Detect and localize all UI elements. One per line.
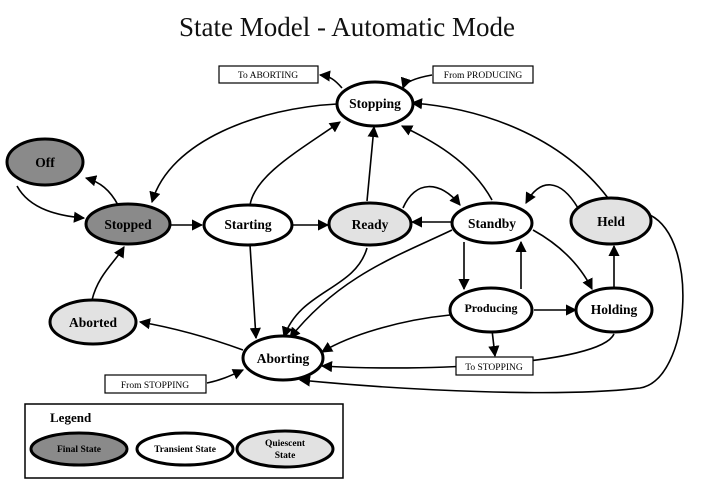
box-to-stopping-label: To STOPPING xyxy=(465,363,523,373)
edge-standby-aborting xyxy=(289,229,453,339)
legend-title: Legend xyxy=(50,410,92,425)
legend-final: Final State xyxy=(29,431,129,467)
box-from-producing-label: From PRODUCING xyxy=(444,71,523,81)
legend-quiescent: Quiescent State xyxy=(235,429,335,469)
edge-ready-standby xyxy=(402,185,461,209)
state-aborted-label: Aborted xyxy=(69,315,117,330)
transitions xyxy=(16,70,684,394)
edge-ready-aborting xyxy=(281,247,368,339)
state-producing: Producing xyxy=(448,286,534,334)
edge-stopping-stopped xyxy=(149,103,338,204)
box-from-stopping: From STOPPING xyxy=(104,374,207,394)
state-ready: Ready xyxy=(327,201,413,247)
edge-standby-stopping xyxy=(400,125,493,201)
edge-from-producing-stopping xyxy=(400,74,433,90)
state-starting: Starting xyxy=(202,203,294,247)
edge-from-stopping-aborting xyxy=(206,369,245,384)
state-held: Held xyxy=(569,196,653,246)
state-ready-label: Ready xyxy=(352,217,389,232)
box-from-producing: From PRODUCING xyxy=(432,65,534,84)
diagram-title: State Model - Automatic Mode xyxy=(179,12,515,42)
state-stopping: Stopping xyxy=(335,80,415,128)
state-stopped: Stopped xyxy=(84,202,172,246)
state-off-label: Off xyxy=(35,155,55,170)
state-holding: Holding xyxy=(574,286,654,334)
edge-ready-stopping xyxy=(366,125,379,202)
legend: Legend Final State Transient State Quies… xyxy=(24,403,344,479)
state-standby-label: Standby xyxy=(468,216,516,231)
state-off: Off xyxy=(5,137,85,187)
box-from-stopping-label: From STOPPING xyxy=(121,381,189,391)
box-to-aborting: To ABORTING xyxy=(218,65,319,84)
edge-held-stopping xyxy=(410,98,609,199)
state-producing-label: Producing xyxy=(464,301,517,315)
box-to-stopping: To STOPPING xyxy=(455,356,534,376)
edge-aborted-stopped xyxy=(91,246,125,301)
edge-held-aborting xyxy=(298,214,684,394)
edge-starting-aborting xyxy=(249,244,261,340)
state-held-label: Held xyxy=(597,214,625,229)
state-standby: Standby xyxy=(450,201,534,245)
legend-transient-label: Transient State xyxy=(154,445,216,455)
state-nodes: Off Stopped Starting Ready Standby Held … xyxy=(5,80,654,382)
state-stopped-label: Stopped xyxy=(104,217,152,232)
edge-producing-to-stopping xyxy=(488,329,500,358)
state-aborting: Aborting xyxy=(241,334,325,382)
edge-standby-holding xyxy=(532,229,593,291)
legend-quiescent-label-2: State xyxy=(275,451,296,461)
edge-aborting-aborted xyxy=(138,318,244,351)
state-aborted: Aborted xyxy=(48,298,138,346)
state-holding-label: Holding xyxy=(591,302,638,317)
edge-starting-stopping xyxy=(249,121,341,206)
box-to-aborting-label: To ABORTING xyxy=(238,71,298,81)
edge-held-standby xyxy=(525,184,579,209)
edge-stopping-to-aborting xyxy=(318,70,343,89)
edge-off-stopped xyxy=(16,185,86,223)
reference-boxes: To ABORTING From PRODUCING To STOPPING F… xyxy=(104,65,534,394)
legend-quiescent-label-1: Quiescent xyxy=(265,439,306,449)
legend-final-label: Final State xyxy=(57,445,101,455)
state-starting-label: Starting xyxy=(224,217,272,232)
state-aborting-label: Aborting xyxy=(257,351,310,366)
edge-stopped-off xyxy=(84,175,119,206)
state-stopping-label: Stopping xyxy=(349,96,401,111)
legend-transient: Transient State xyxy=(135,431,235,467)
edge-producing-aborting xyxy=(321,314,451,353)
